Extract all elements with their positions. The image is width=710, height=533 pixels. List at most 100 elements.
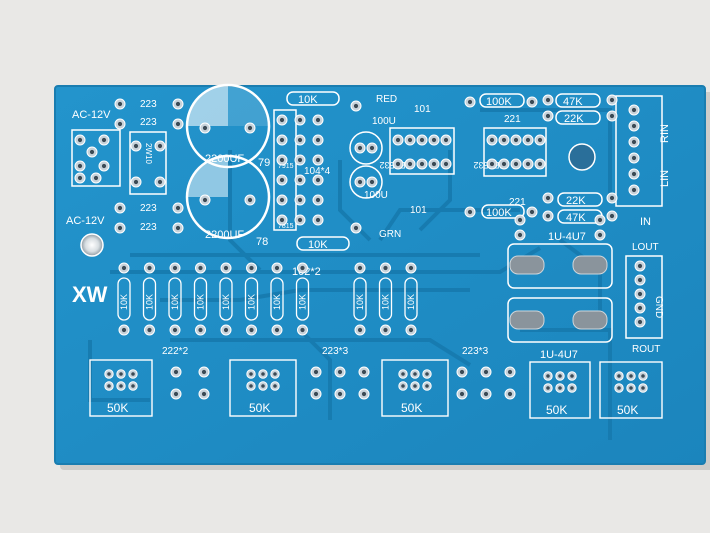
pad <box>310 388 322 400</box>
electrolytic-label-1: 100U <box>372 116 396 127</box>
output-label-lout: LOUT <box>632 242 659 253</box>
led-label-red: RED <box>376 94 397 105</box>
pot-label: 50K <box>401 401 422 415</box>
vertical-resistor-label: 10K <box>298 294 308 310</box>
pad <box>244 194 256 206</box>
input-label-lin: LIN <box>659 170 671 187</box>
pad <box>405 324 417 336</box>
pad <box>628 152 640 164</box>
pad <box>114 98 126 110</box>
pad <box>510 134 522 146</box>
pad <box>626 371 636 381</box>
pad <box>542 210 554 222</box>
pad <box>594 229 606 241</box>
pad <box>98 160 110 172</box>
cap-label-2: 2200UF <box>205 229 244 241</box>
pad <box>172 222 184 234</box>
resistor-label-100k-mid: 100K <box>486 207 512 219</box>
pot-label: 50K <box>546 403 567 417</box>
pad <box>116 369 126 379</box>
solder-blobs <box>509 255 608 330</box>
output-label-rout: ROUT <box>632 344 660 355</box>
pad <box>172 118 184 130</box>
pad <box>246 262 257 274</box>
pad <box>244 122 256 134</box>
pad <box>350 100 362 112</box>
pad <box>555 383 565 393</box>
resistor-outline-22k-mid <box>557 192 603 207</box>
pad <box>172 98 184 110</box>
pad <box>638 383 648 393</box>
pad <box>198 366 210 378</box>
pad <box>118 262 130 274</box>
pad <box>246 381 256 391</box>
pad <box>258 381 268 391</box>
pad <box>74 172 86 184</box>
vertical-resistor: 10K <box>270 277 284 321</box>
pad <box>294 194 306 206</box>
pad <box>555 371 565 381</box>
pad <box>86 146 98 158</box>
pad <box>614 371 624 381</box>
code-101-bottom: 101 <box>410 205 427 216</box>
pad <box>422 381 432 391</box>
regulator-outline <box>273 109 297 231</box>
pad <box>312 134 324 146</box>
pad <box>486 158 498 170</box>
input-label-in: IN <box>640 216 651 228</box>
pad <box>480 366 492 378</box>
group-label-3: 223*3 <box>462 346 489 357</box>
pad <box>294 174 306 186</box>
pad <box>428 134 440 146</box>
pad <box>354 142 366 154</box>
vertical-resistor-label: 10K <box>145 294 155 310</box>
pad <box>422 369 432 379</box>
code-101-top: 101 <box>414 104 431 115</box>
pad <box>170 388 182 400</box>
small-cap-label-4: 223 <box>140 222 157 233</box>
opamp-outline-1 <box>389 127 455 175</box>
bridge-label: 2W10 <box>144 143 153 164</box>
mounting-hole-right <box>568 143 596 171</box>
pad <box>634 288 646 300</box>
pad <box>628 184 640 196</box>
pad <box>246 324 257 336</box>
resistor-outline-10k-bottom <box>296 236 350 251</box>
pad <box>154 140 166 152</box>
electrolytic-label-2: 100U <box>364 190 388 201</box>
pad <box>294 154 306 166</box>
pad <box>199 122 211 134</box>
cap-label-1: 2200UF <box>205 153 244 165</box>
vertical-resistor: 10K <box>168 277 182 321</box>
pad <box>567 371 577 381</box>
pad <box>276 194 288 206</box>
pad <box>294 214 306 226</box>
pad <box>199 194 211 206</box>
pad <box>312 114 324 126</box>
pad <box>542 94 554 106</box>
pad <box>542 110 554 122</box>
pad <box>504 366 516 378</box>
vertical-resistor-label: 10K <box>381 294 391 310</box>
vertical-resistor-label: 10K <box>170 294 180 310</box>
pot-label: 50K <box>107 401 128 415</box>
pad <box>504 388 516 400</box>
pad <box>114 202 126 214</box>
pad <box>128 369 138 379</box>
pad <box>510 158 522 170</box>
pad <box>543 371 553 381</box>
pad <box>486 134 498 146</box>
pad <box>634 260 646 272</box>
group-label-2: 223*3 <box>322 346 349 357</box>
resistor-label-47k-top: 47K <box>563 96 583 108</box>
pad <box>354 324 366 336</box>
pad <box>456 366 468 378</box>
pad <box>310 366 322 378</box>
pad <box>144 324 155 336</box>
pot-footprint: 50K <box>229 359 297 417</box>
vertical-resistor-label: 10K <box>272 294 282 310</box>
pot-footprint: 50K <box>599 361 663 419</box>
pad <box>534 134 546 146</box>
resistor-label-100k-top: 100K <box>486 96 512 108</box>
pad <box>398 369 408 379</box>
